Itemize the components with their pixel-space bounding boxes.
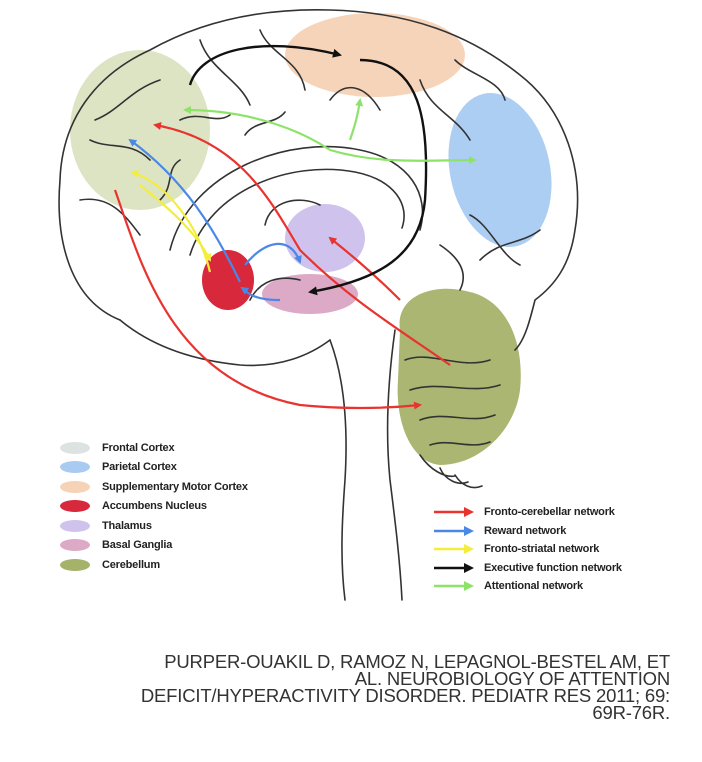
- brain-outline: [58, 9, 579, 601]
- basal-ganglia-region: [262, 274, 358, 314]
- legend-item-attentional: Attentional network: [432, 577, 692, 596]
- supplementary-motor-cortex-region: [285, 13, 465, 97]
- parietal-cortex-swatch: [60, 461, 90, 474]
- supplementary-motor-cortex-swatch: [60, 480, 90, 493]
- legend-label: Frontal Cortex: [102, 441, 175, 454]
- citation-line: al. Neurobiology of attention: [354, 668, 670, 689]
- networks-legend: Fronto-cerebellar network Reward network…: [432, 503, 692, 596]
- cerebellum-swatch: [60, 558, 90, 571]
- black-arrow-icon: [434, 562, 474, 573]
- cerebellum-region: [397, 288, 521, 465]
- legend-item-fronto-cerebellar: Fronto-cerebellar network: [432, 503, 692, 522]
- red-arrow-icon: [434, 507, 474, 518]
- brain-network-diagram: [58, 9, 579, 601]
- legend-item-accumbens-nucleus: Accumbens Nucleus: [60, 497, 320, 517]
- legend-label: Reward network: [484, 524, 567, 537]
- fronto-cerebellar-arrows: [113, 122, 451, 410]
- legend-label: Supplementary Motor Cortex: [102, 480, 248, 493]
- legend-item-parietal-cortex: Parietal Cortex: [60, 458, 320, 478]
- green-arrow-icon: [434, 581, 474, 592]
- legend-item-supplementary-motor-cortex: Supplementary Motor Cortex: [60, 477, 320, 497]
- executive-function-arrows: [188, 44, 428, 296]
- yellow-arrow-icon: [434, 544, 474, 555]
- legend-label: Thalamus: [102, 519, 152, 532]
- legend-label: Accumbens Nucleus: [102, 500, 207, 513]
- legend-item-executive-function: Executive function network: [432, 559, 692, 578]
- legend-label: Parietal Cortex: [102, 461, 177, 474]
- citation-line: 69R-76R.: [592, 702, 670, 723]
- legend-item-fronto-striatal: Fronto-striatal network: [432, 540, 692, 559]
- legend-label: Cerebellum: [102, 558, 160, 571]
- frontal-cortex-region: [70, 50, 210, 210]
- legend-label: Fronto-cerebellar network: [484, 506, 615, 519]
- thalamus-swatch: [60, 519, 90, 532]
- accumbens-nucleus-region: [202, 250, 254, 310]
- legend-label: Attentional network: [484, 580, 583, 593]
- reward-arrows: [128, 138, 302, 302]
- legend-item-basal-ganglia: Basal Ganglia: [60, 536, 320, 556]
- thalamus-region: [285, 204, 365, 272]
- accumbens-nucleus-swatch: [60, 500, 90, 513]
- parietal-cortex-region: [448, 92, 552, 248]
- blue-arrow-icon: [434, 525, 474, 536]
- frontal-cortex-swatch: [60, 441, 90, 454]
- fronto-striatal-arrows: [130, 170, 212, 273]
- legend-label: Executive function network: [484, 561, 622, 574]
- legend-item-cerebellum: Cerebellum: [60, 555, 320, 575]
- legend-label: Basal Ganglia: [102, 539, 173, 552]
- citation-line: Purper-Ouakil D, Ramoz N, Lepagnol-Beste…: [164, 651, 670, 672]
- legend-label: Fronto-striatal network: [484, 543, 600, 556]
- brain-regions-legend: Frontal Cortex Parietal Cortex Supplemen…: [60, 438, 320, 575]
- legend-item-reward: Reward network: [432, 522, 692, 541]
- attentional-arrows: [183, 98, 477, 165]
- basal-ganglia-swatch: [60, 539, 90, 552]
- legend-item-frontal-cortex: Frontal Cortex: [60, 438, 320, 458]
- citation-text: Purper-Ouakil D, Ramoz N, Lepagnol-Beste…: [30, 651, 670, 723]
- citation-line: deficit/hyperactivity disorder. Pediatr …: [140, 685, 670, 706]
- legend-item-thalamus: Thalamus: [60, 516, 320, 536]
